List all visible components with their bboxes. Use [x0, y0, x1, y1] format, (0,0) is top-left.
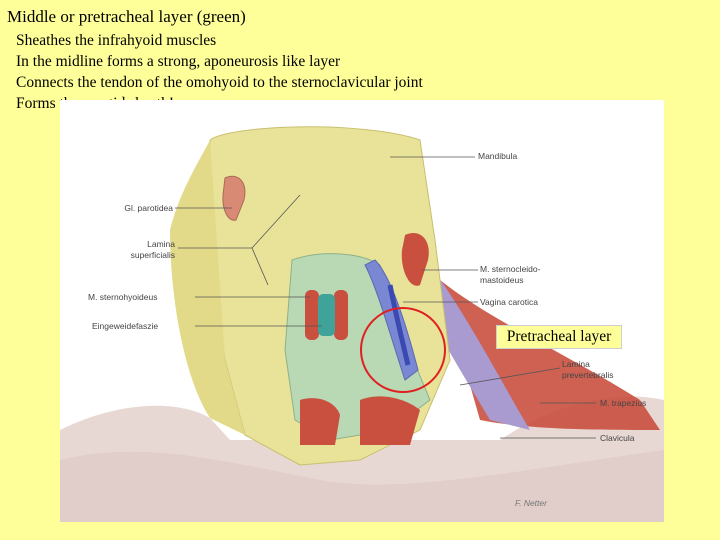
label-m-sternohyoideus: M. sternohyoideus	[88, 292, 158, 302]
sternohyoid-muscle-right	[334, 290, 348, 340]
trachea	[318, 294, 335, 336]
label-eingeweidefaszie: Eingeweidefaszie	[92, 321, 159, 331]
sternohyoid-muscle-left	[305, 290, 319, 340]
carotid-vessel	[387, 284, 411, 366]
bullet-item: In the midline forms a strong, aponeuros…	[16, 53, 341, 70]
label-m-sternocleido-2: mastoideus	[480, 275, 524, 285]
parotid-gland	[222, 175, 246, 221]
lower-muscle-right	[360, 396, 420, 445]
highlight-circle	[360, 307, 446, 393]
label-clavicula: Clavicula	[600, 433, 635, 443]
label-m-sternocleido-1: M. sternocleido-	[480, 264, 541, 274]
label-lamina-superficialis-2: superficialis	[130, 250, 175, 260]
leader-line	[251, 247, 269, 286]
neck-fascia-illustration: Mandibula Gl. parotidea Lamina superfici…	[60, 100, 664, 522]
lower-muscle-left	[300, 398, 340, 445]
sternocleidomastoid-muscle	[401, 232, 429, 286]
leader-line	[251, 194, 301, 249]
bullet-item: Sheathes the infrahyoid muscles	[16, 32, 217, 49]
artist-signature: F. Netter	[515, 498, 547, 508]
leader-line	[459, 367, 561, 386]
chest-shading	[60, 450, 664, 522]
label-lamina-prevertebralis-2: prevertebralis	[562, 370, 614, 380]
label-mandibula: Mandibula	[478, 151, 518, 161]
bullet-item: Connects the tendon of the omohyoid to t…	[16, 74, 423, 91]
label-lamina-prevertebralis-1: Lamina	[562, 359, 590, 369]
label-vagina-carotica: Vagina carotica	[480, 297, 538, 307]
slide-title: Middle or pretracheal layer (green)	[7, 7, 246, 26]
label-lamina-superficialis-1: Lamina	[147, 239, 175, 249]
label-gl-parotidea: Gl. parotidea	[124, 203, 173, 213]
anatomy-drawing	[60, 126, 664, 522]
pretracheal-layer-callout: Pretracheal layer	[496, 325, 622, 349]
label-m-trapezius: M. trapezius	[600, 398, 647, 408]
superficial-fascia-left	[170, 140, 245, 435]
